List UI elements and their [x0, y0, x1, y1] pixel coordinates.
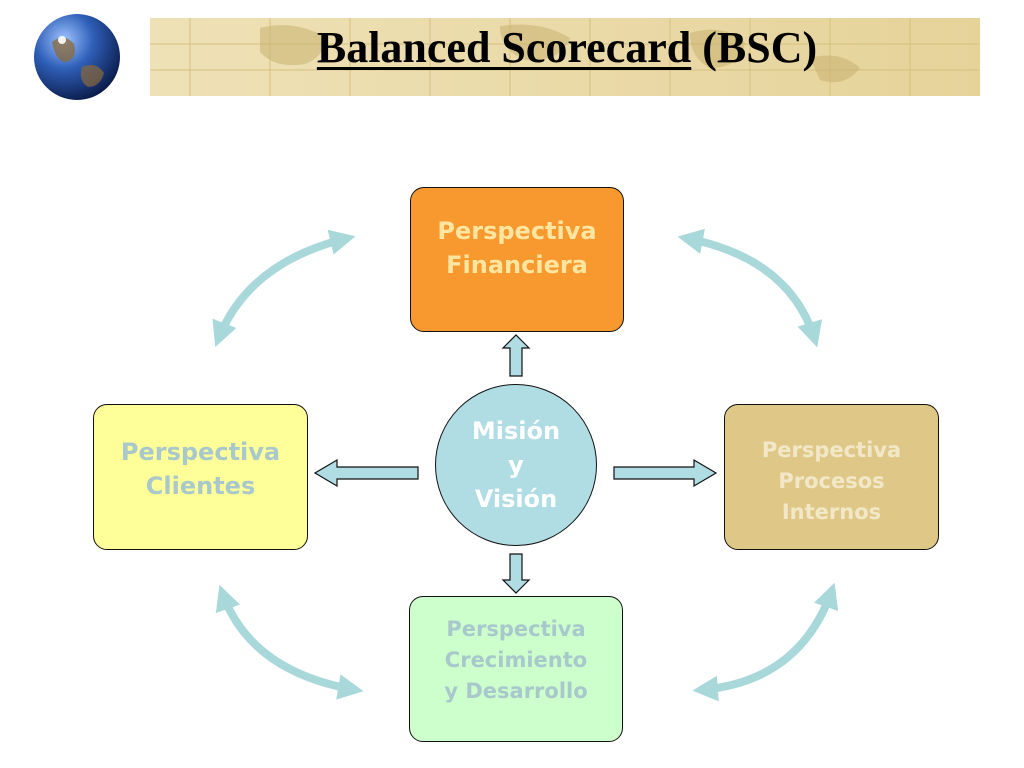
perspectiva-clientes-box: Perspectiva Clientes: [93, 404, 308, 550]
globe-icon: [34, 14, 120, 100]
perspectiva-financiera-label: Perspectiva Financiera: [437, 217, 597, 279]
perspectiva-clientes-label: Perspectiva Clientes: [120, 438, 281, 500]
perspectiva-crecimiento-box: Perspectiva Crecimiento y Desarrollo: [409, 596, 623, 742]
block-arrow-down: [501, 553, 531, 594]
block-arrow-right: [613, 458, 718, 488]
mision-vision-circle: Misión y Visión: [435, 384, 597, 546]
block-arrow-left: [313, 458, 419, 488]
perspectiva-procesos-label: Perspectiva Procesos Internos: [761, 438, 902, 524]
mision-vision-label: Misión y Visión: [471, 417, 561, 513]
curved-arrow-bottom-left: [215, 584, 364, 700]
perspectiva-financiera-box: Perspectiva Financiera: [410, 187, 624, 332]
curved-arrow-bottom-right: [692, 582, 839, 702]
block-arrow-up: [501, 334, 531, 377]
perspectiva-crecimiento-label: Perspectiva Crecimiento y Desarrollo: [444, 617, 588, 703]
curved-arrow-top-right: [677, 228, 823, 348]
page-title: Balanced Scorecard (BSC): [110, 22, 1024, 73]
curved-arrow-top-left: [212, 229, 356, 348]
title-rest: (BSC): [691, 23, 818, 72]
title-underlined: Balanced Scorecard: [316, 23, 692, 72]
perspectiva-procesos-box: Perspectiva Procesos Internos: [724, 404, 939, 550]
